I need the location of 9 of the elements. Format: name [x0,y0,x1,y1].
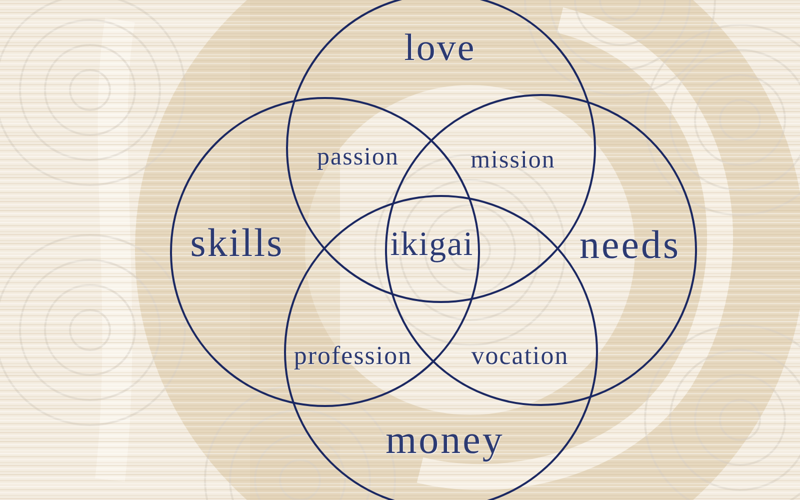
overlap-label: profession [294,343,412,369]
overlap-label: vocation [471,343,569,369]
set-label: love [404,29,476,67]
set-label: skills [190,223,284,263]
set-label: needs [579,225,681,265]
center-label: ikigai [390,228,474,262]
set-label: money [386,420,504,460]
overlap-label: passion [317,144,399,170]
overlap-label: mission [470,148,556,172]
